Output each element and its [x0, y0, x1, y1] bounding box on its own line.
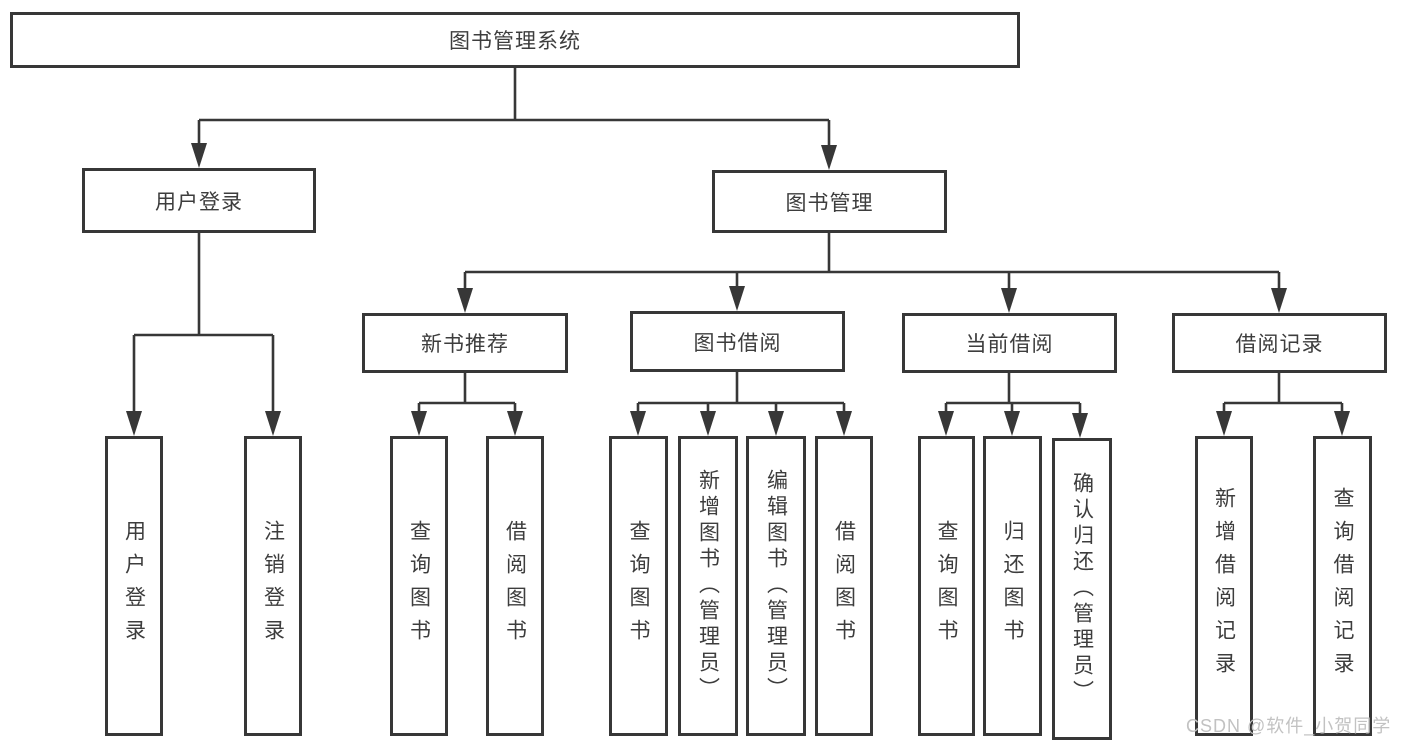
leaf-query-borrow-record-label: 查询借阅记录: [1331, 487, 1354, 685]
leaf-add-books-admin-label: 新增图书（管理员）: [696, 469, 720, 703]
node-borrow-records: 借阅记录: [1172, 313, 1387, 373]
leaf-return-books-label: 归还图书: [1001, 520, 1024, 652]
leaf-confirm-return-admin-label: 确认归还（管理员）: [1070, 472, 1094, 706]
csdn-watermark: CSDN @软件_小贺同学: [1186, 716, 1392, 736]
node-borrow-records-label: 借阅记录: [1235, 333, 1324, 356]
leaf-return-books: 归还图书: [983, 436, 1042, 736]
leaf-logout-login-label: 注销登录: [261, 520, 285, 652]
leaf-add-borrow-record-label: 新增借阅记录: [1212, 487, 1236, 685]
leaf-borrow-query-books: 查询图书: [609, 436, 668, 736]
leaf-user-login: 用户登录: [105, 436, 163, 736]
leaf-recommend-query-books-label: 查询图书: [407, 520, 431, 652]
node-book-borrow-label: 图书借阅: [693, 331, 782, 355]
leaf-edit-books-admin-label: 编辑图书（管理员）: [764, 469, 788, 703]
leaf-borrow-books-label: 借阅图书: [832, 520, 856, 652]
leaf-logout-login: 注销登录: [244, 436, 302, 736]
leaf-current-query-books: 查询图书: [918, 436, 975, 736]
leaf-user-login-label: 用户登录: [122, 520, 146, 652]
node-root-label: 图书管理系统: [449, 30, 581, 53]
node-current-borrow: 当前借阅: [902, 313, 1117, 373]
node-root: 图书管理系统: [10, 12, 1020, 68]
leaf-add-borrow-record: 新增借阅记录: [1195, 436, 1253, 736]
leaf-recommend-query-books: 查询图书: [390, 436, 448, 736]
node-book-management: 图书管理: [712, 170, 947, 233]
node-book-borrow: 图书借阅: [630, 311, 845, 372]
node-user-login-label: 用户登录: [155, 190, 243, 214]
leaf-add-books-admin: 新增图书（管理员）: [678, 436, 738, 736]
leaf-borrow-query-books-label: 查询图书: [627, 520, 650, 652]
node-current-borrow-label: 当前借阅: [965, 333, 1054, 356]
leaf-borrow-books: 借阅图书: [815, 436, 873, 736]
leaf-query-borrow-record: 查询借阅记录: [1313, 436, 1372, 736]
leaf-current-query-books-label: 查询图书: [935, 520, 958, 652]
node-new-book-recommend: 新书推荐: [362, 313, 568, 373]
node-new-book-recommend-label: 新书推荐: [421, 333, 509, 356]
node-user-login: 用户登录: [82, 168, 316, 233]
leaf-confirm-return-admin: 确认归还（管理员）: [1052, 438, 1112, 740]
leaf-recommend-borrow-books: 借阅图书: [486, 436, 544, 736]
leaf-edit-books-admin: 编辑图书（管理员）: [746, 436, 806, 736]
node-book-management-label: 图书管理: [785, 191, 874, 215]
leaf-recommend-borrow-books-label: 借阅图书: [503, 520, 527, 652]
